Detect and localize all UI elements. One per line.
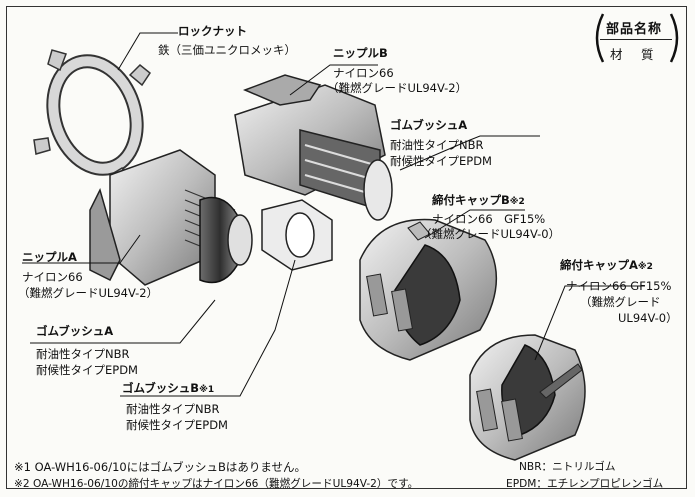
cap-b-material-2: （難燃グレードUL94V-0） [420,227,561,241]
bush-a-top-material-1: 耐油性タイプNBR [390,138,484,152]
cap-b-name: 締付キャップB※2 [432,193,525,207]
cap-b-material-1: ナイロン66 GF15% [432,212,546,226]
bush-b-shape [261,199,333,271]
footnote-1: ※1 OA-WH16-06/10にはゴムブッシュBはありません。 [14,460,307,474]
nipple-b-material-1: ナイロン66 [333,66,394,80]
nipple-b-shape [234,74,393,221]
nipple-a-material-2: （難燃グレードUL94V-2） [18,286,159,300]
bush-a-top-name: ゴムブッシュA [390,118,468,132]
cap-a-material-1: ナイロン66 GF15% [566,279,672,293]
bush-b-material-2: 耐候性タイプEPDM [126,418,228,432]
cap-b-shape [359,218,498,361]
abbrev-epdm: EPDM：エチレンプロピレンゴム [506,478,664,490]
cap-a-material-2: （難燃グレード [580,295,661,309]
bush-a-bottom-material-1: 耐油性タイプNBR [36,347,130,361]
legend-subtitle: 材 質 [610,47,657,62]
nipple-a-material-1: ナイロン66 [22,270,83,284]
cap-a-shape [469,334,586,461]
footnote-2: ※2 OA-WH16-06/10の締付キャップはナイロン66（難燃グレードUL9… [14,478,419,490]
nipple-b-name: ニップルB [333,46,388,60]
nipple-a-name: ニップルA [22,250,77,264]
abbrev-nbr: NBR：ニトリルゴム [519,461,616,473]
legend-title: 部品名称 [606,22,663,37]
nipple-b-material-2: （難燃グレードUL94V-2） [327,81,468,95]
bush-a-top-material-2: 耐候性タイプEPDM [390,154,492,168]
bush-b-material-1: 耐油性タイプNBR [126,402,220,416]
legend-divider [600,39,672,40]
locknut-name: ロックナット [178,24,247,38]
cap-a-name: 締付キャップA※2 [560,258,653,272]
cap-a-material-3: UL94V-0） [618,311,678,325]
bush-a-bottom-name: ゴムブッシュA [36,324,114,338]
leader-lines [22,32,645,397]
bush-a-bottom-material-2: 耐候性タイプEPDM [36,363,138,377]
nipple-a-shape [89,149,253,286]
bush-b-name: ゴムブッシュB※1 [122,381,215,395]
locknut-shape [33,49,152,188]
locknut-material: 鉄（三価ユニクロメッキ） [158,43,296,57]
diagram-frame [6,6,687,489]
